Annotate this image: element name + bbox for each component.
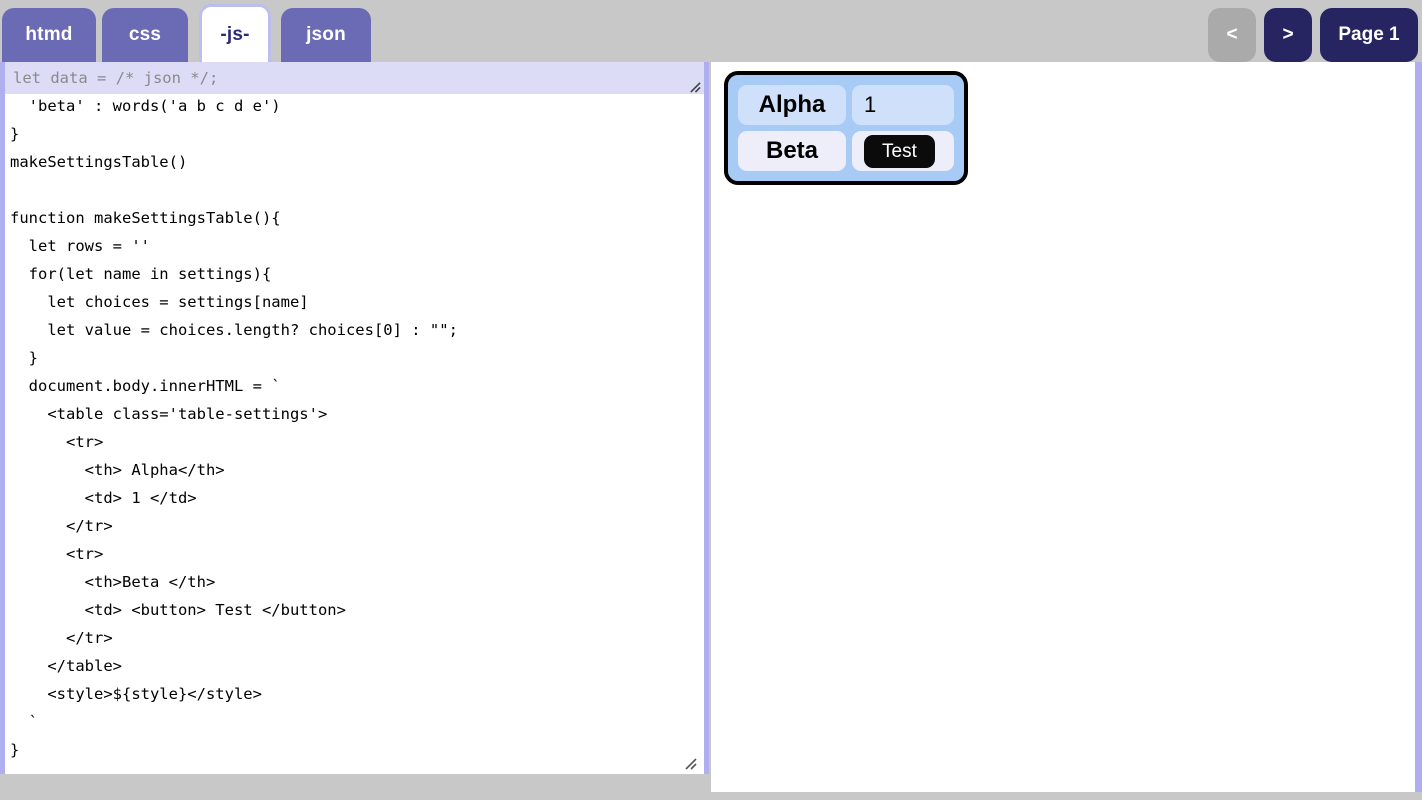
tab-json-label: json: [306, 24, 346, 45]
prev-page-label: <: [1226, 24, 1238, 45]
table-row: Alpha 1: [738, 85, 954, 125]
bottom-strip: [0, 774, 709, 800]
table-row-header: Beta: [738, 131, 846, 171]
next-page-label: >: [1282, 24, 1294, 45]
table-row-header: Alpha: [738, 85, 846, 125]
tab-css-label: css: [128, 24, 162, 45]
resize-handle-icon[interactable]: [688, 80, 701, 93]
tab-js-label: -js-: [220, 23, 250, 45]
next-page-button[interactable]: >: [1264, 8, 1312, 62]
preview-pane: Alpha 1 Beta Test: [711, 62, 1422, 792]
resize-handle-icon[interactable]: [683, 756, 697, 770]
top-tab-bar: htmd css -js- json < > Page 1: [0, 0, 1422, 62]
table-row-value: 1: [852, 85, 954, 125]
json-data-input-value: let data = /* json */;: [13, 69, 219, 87]
table-row: Beta Test: [738, 131, 954, 171]
bottom-right-strip: [709, 792, 1422, 800]
test-button[interactable]: Test: [864, 134, 935, 168]
tab-htmd[interactable]: htmd: [2, 8, 96, 62]
tab-json[interactable]: json: [281, 8, 371, 62]
tab-htmd-label: htmd: [25, 24, 73, 45]
code-editor-pane[interactable]: 'beta' : words('a b c d e') } makeSettin…: [0, 62, 709, 774]
table-row-value-cell: Test: [852, 131, 954, 171]
tab-js[interactable]: -js-: [199, 4, 271, 62]
prev-page-button[interactable]: <: [1208, 8, 1256, 62]
page-indicator-label: Page 1: [1338, 24, 1400, 45]
settings-table: Alpha 1 Beta Test: [724, 71, 968, 185]
json-data-input[interactable]: let data = /* json */;: [5, 62, 704, 94]
tab-css[interactable]: css: [102, 8, 188, 62]
code-editor-text[interactable]: 'beta' : words('a b c d e') } makeSettin…: [10, 97, 458, 759]
page-indicator-button[interactable]: Page 1: [1320, 8, 1418, 62]
